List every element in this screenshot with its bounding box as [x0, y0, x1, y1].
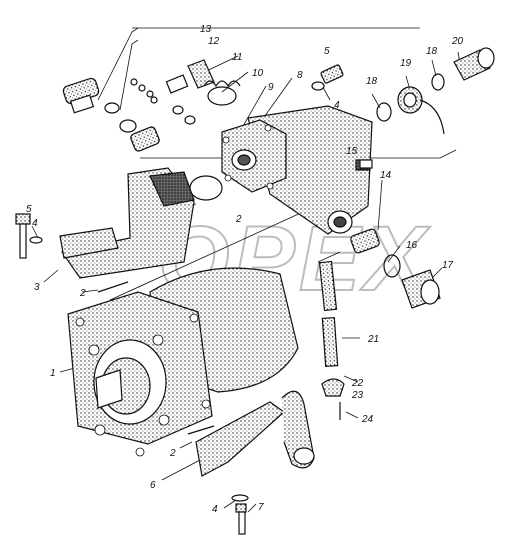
- callout-24: 24: [361, 414, 374, 425]
- pipe-3: [59, 167, 195, 279]
- pin-2-upper: [97, 281, 129, 293]
- callout-19: 19: [400, 58, 412, 69]
- valve-assembly: [62, 59, 241, 152]
- callout-8: 8: [297, 70, 303, 81]
- clamp-parts: [321, 378, 345, 420]
- callout-13: 13: [200, 24, 212, 35]
- callout-3: 3: [34, 282, 40, 293]
- pump-body: [67, 267, 299, 457]
- fitting-parts-right: [350, 228, 441, 309]
- bolt-top: [311, 64, 344, 91]
- fitting-15: [359, 159, 373, 169]
- callout-23: 23: [351, 390, 364, 401]
- callout-17: 17: [442, 260, 454, 271]
- pin-2-lower: [187, 425, 215, 435]
- callout-21: 21: [367, 334, 379, 345]
- valve-housing: [221, 105, 373, 235]
- callout-9: 9: [268, 82, 274, 93]
- callout-7: 7: [258, 502, 264, 513]
- callout-6: 6: [150, 480, 156, 491]
- callout-2-bottom: 2: [169, 448, 176, 459]
- leader-lines: [31, 27, 461, 513]
- callout-18-left: 18: [366, 76, 378, 87]
- callout-4-bottom: 4: [212, 504, 218, 515]
- bolt-left: [15, 213, 43, 259]
- callout-4-left: 4: [32, 218, 38, 229]
- callout-11: 11: [232, 52, 242, 63]
- callout-15: 15: [346, 146, 358, 157]
- callout-2-left: 2: [79, 288, 86, 299]
- callout-18-right: 18: [426, 46, 438, 57]
- callout-5-top: 5: [324, 46, 330, 57]
- callout-14: 14: [380, 170, 392, 181]
- callout-5-left: 5: [26, 204, 32, 215]
- callout-12: 12: [208, 36, 220, 47]
- callout-1: 1: [50, 368, 56, 379]
- callout-10: 10: [252, 68, 264, 79]
- gasket-ring: [189, 175, 223, 201]
- callout-4-top: 4: [334, 100, 340, 111]
- callout-16: 16: [406, 240, 418, 251]
- callout-20: 20: [451, 36, 464, 47]
- fitting-parts-top-right: [376, 47, 495, 135]
- pipe-6: [195, 390, 315, 477]
- callout-22: 22: [351, 378, 364, 389]
- callout-2-mid: 2: [235, 214, 242, 225]
- bolt-bottom: [231, 494, 249, 535]
- rod-21: [318, 260, 339, 368]
- callout-labels: 13 12 11 10 8 9 5 4 18 19 18 20 15 14 16…: [26, 24, 464, 515]
